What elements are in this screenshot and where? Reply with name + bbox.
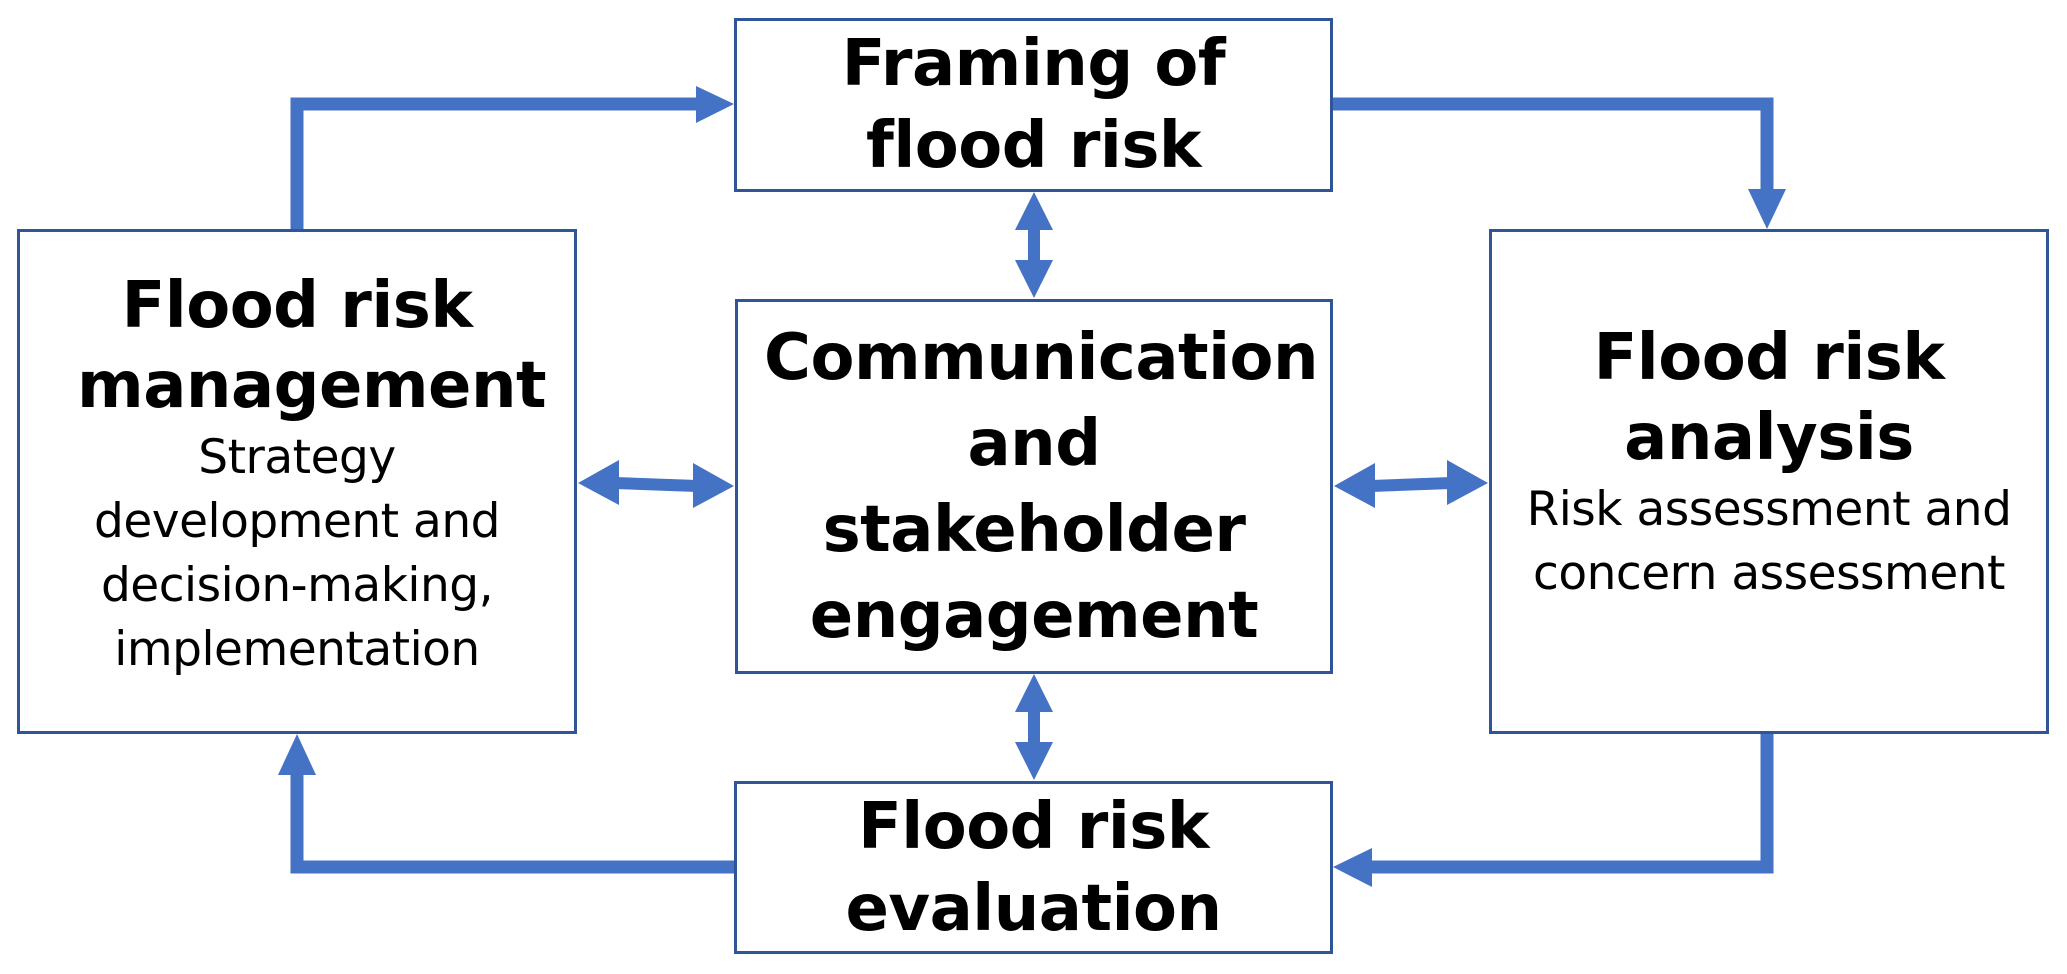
edge-framing-to-analysis — [1332, 97, 1786, 229]
node-framing: Framing of flood risk — [734, 18, 1333, 192]
node-management: Flood risk management Strategy developme… — [17, 229, 577, 734]
node-title: Communication and stakeholder engagement — [764, 320, 1319, 653]
arrowhead-down-icon — [1015, 260, 1053, 298]
arrowhead-left-icon — [578, 460, 619, 505]
node-title: Framing of flood risk — [841, 27, 1226, 183]
connector-line — [1372, 733, 1774, 874]
edge-evaluation-to-management — [278, 734, 734, 874]
edge-communication-analysis — [1334, 460, 1488, 508]
arrowhead-down-icon — [1015, 742, 1053, 780]
edge-analysis-to-evaluation — [1333, 733, 1774, 887]
arrowhead-right-icon — [696, 86, 734, 123]
arrowhead-up-icon — [1015, 674, 1053, 712]
node-title: Flood risk evaluation — [845, 789, 1222, 946]
node-title: Flood risk management — [77, 268, 547, 423]
node-communication: Communication and stakeholder engagement — [735, 299, 1333, 674]
arrowhead-left-icon — [1333, 848, 1372, 887]
connector-line — [614, 477, 698, 492]
arrowhead-right-icon — [693, 463, 734, 508]
arrowhead-down-icon — [1748, 189, 1786, 229]
edge-communication-evaluation — [1015, 674, 1053, 780]
arrowhead-up-icon — [1015, 192, 1053, 230]
arrowhead-left-icon — [1334, 463, 1375, 508]
edge-communication-framing — [1015, 192, 1053, 298]
node-subtitle: Strategy development and decision-making… — [94, 429, 500, 677]
connector-line — [1370, 477, 1452, 492]
node-evaluation: Flood risk evaluation — [734, 781, 1333, 954]
connector-line — [290, 772, 734, 874]
arrowhead-up-icon — [278, 734, 316, 775]
arrowhead-right-icon — [1447, 460, 1488, 505]
node-analysis: Flood risk analysis Risk assessment and … — [1489, 229, 2049, 734]
edge-communication-management — [578, 460, 734, 508]
connector-line — [290, 97, 700, 230]
node-subtitle: Risk assessment and concern assessment — [1526, 481, 2012, 601]
node-title: Flood risk analysis — [1593, 320, 1945, 475]
edge-management-to-framing — [290, 86, 734, 230]
connector-line — [1332, 97, 1774, 192]
